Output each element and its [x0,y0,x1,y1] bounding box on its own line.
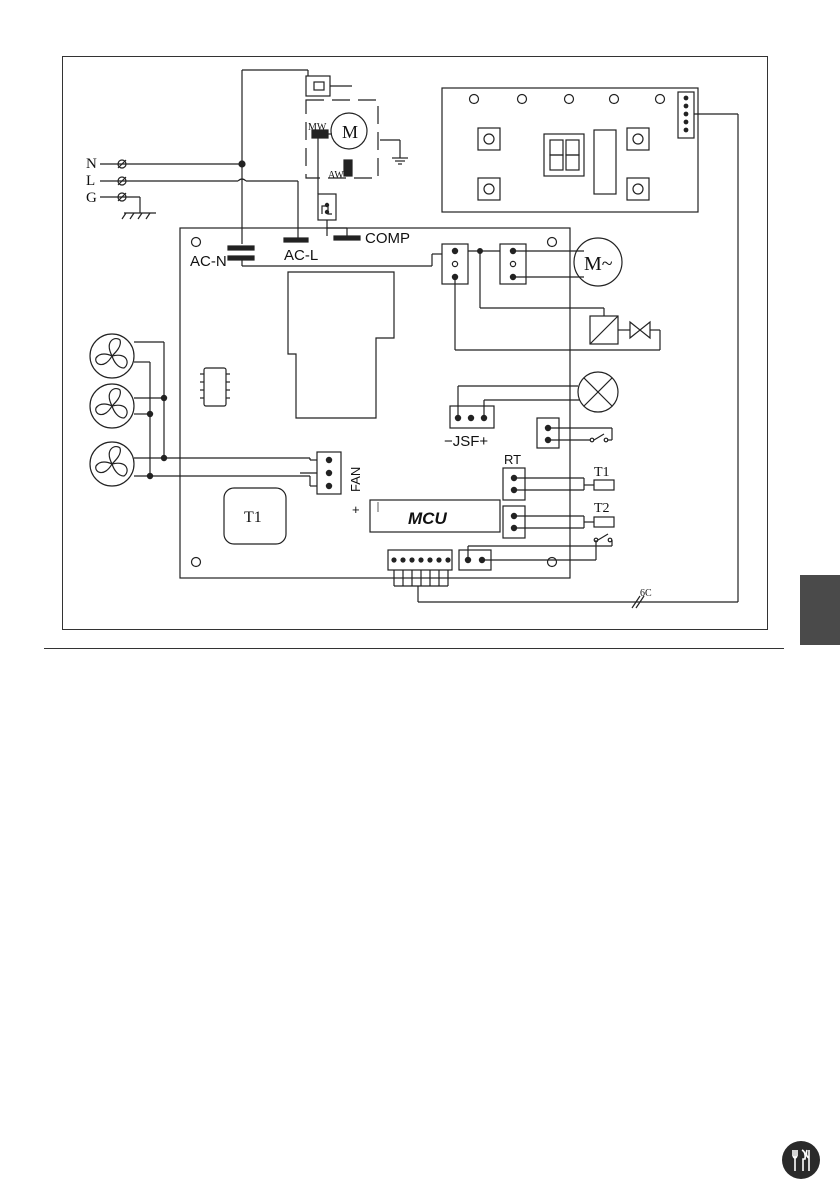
section-tab [800,575,840,645]
display-panel [442,88,738,212]
jsf-label: −JSF+ [444,433,488,450]
terminal-l-label: L [86,173,95,189]
page-divider [44,648,784,649]
fan-motors [90,334,317,486]
fan-icon [90,442,134,486]
aw-label: AW [328,170,344,181]
fan-icon [90,384,134,428]
t1-sensor-label: T1 [594,465,610,480]
motor-m-label: M [342,122,358,142]
terminal-g-label: G [86,190,97,206]
t2-sensor-label: T2 [594,501,610,516]
plus-label: + [352,502,360,517]
kitchen-utensils-icon [782,1141,820,1179]
terminal-n-label: N [86,156,97,172]
mains-terminals: N L G [86,156,298,219]
door-switch [548,428,612,442]
mw-label: MW [308,122,327,133]
fan-label: FAN [348,467,363,492]
ac-n-label: AC-N [190,253,227,270]
rt-label: RT [504,452,521,467]
ac-l-label: AC-L [284,247,318,264]
cable-6c-label: 6C [640,588,652,599]
pump-circuit: M~ [442,238,660,350]
temperature-sensors: T1 T2 [514,465,614,528]
compressor-assembly: M MW AW [306,70,408,236]
comp-label: COMP [365,230,410,247]
pump-motor-label: M~ [584,253,613,275]
fan-icon [90,334,134,378]
lamp [458,372,618,418]
transformer-t1-label: T1 [244,509,262,526]
mcu-label: MCU [408,509,447,528]
